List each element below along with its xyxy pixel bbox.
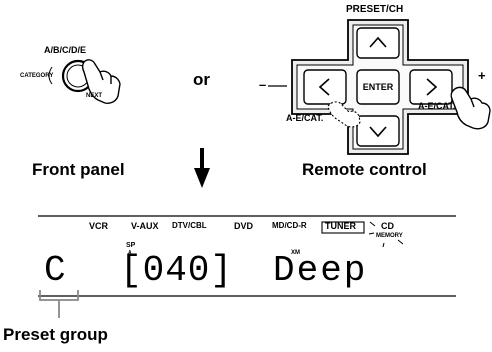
input-md-cd-r: MD/CD-R [272,221,307,230]
preset-group-char: C [44,250,66,291]
preset-group-bracket [39,290,79,318]
a-label: A [128,250,132,256]
mode-text: Deep [273,250,368,291]
ghost-hand-icon [327,101,361,128]
remote-control-caption: Remote control [302,160,427,179]
input-dvd: DVD [234,221,254,231]
memory-label: MEMORY [376,233,403,239]
left-cat-label: A-E/CAT. [286,113,324,123]
preset-number: [040] [120,250,234,291]
input-v-aux: V-AUX [131,221,159,231]
cd-sparkle-icon [368,221,404,248]
category-label: CATEGORY [20,73,54,79]
enter-label: ENTER [362,82,394,92]
tuner-active-box [321,221,365,234]
input-cd: CD [381,221,394,231]
hand-right-icon [450,86,491,130]
input-vcr: VCR [89,221,109,231]
sp-label: SP [126,242,136,249]
right-button[interactable] [409,69,453,105]
mode-label: A/B/C/D/E [44,45,87,55]
enter-button[interactable] [356,69,400,105]
preset-group-label: Preset group [3,325,108,344]
plus-sign: + [478,68,486,83]
input-tuner: TUNER [325,221,356,231]
up-button[interactable] [356,27,400,59]
or-label: or [193,70,210,89]
minus-sign: – [259,77,267,92]
next-label: NEXT [86,93,103,99]
right-cat-label: A-E/CAT. [418,101,456,111]
hand-pointer-icon [81,59,121,104]
preset-ch-label: PRESET/CH [346,4,404,15]
left-button[interactable] [303,69,347,105]
input-dtv-cbl: DTV/CBL [172,221,207,230]
down-arrow-icon [194,148,210,188]
xm-label: XM [291,250,300,256]
front-panel-caption: Front panel [32,160,125,179]
down-button[interactable] [356,115,400,147]
